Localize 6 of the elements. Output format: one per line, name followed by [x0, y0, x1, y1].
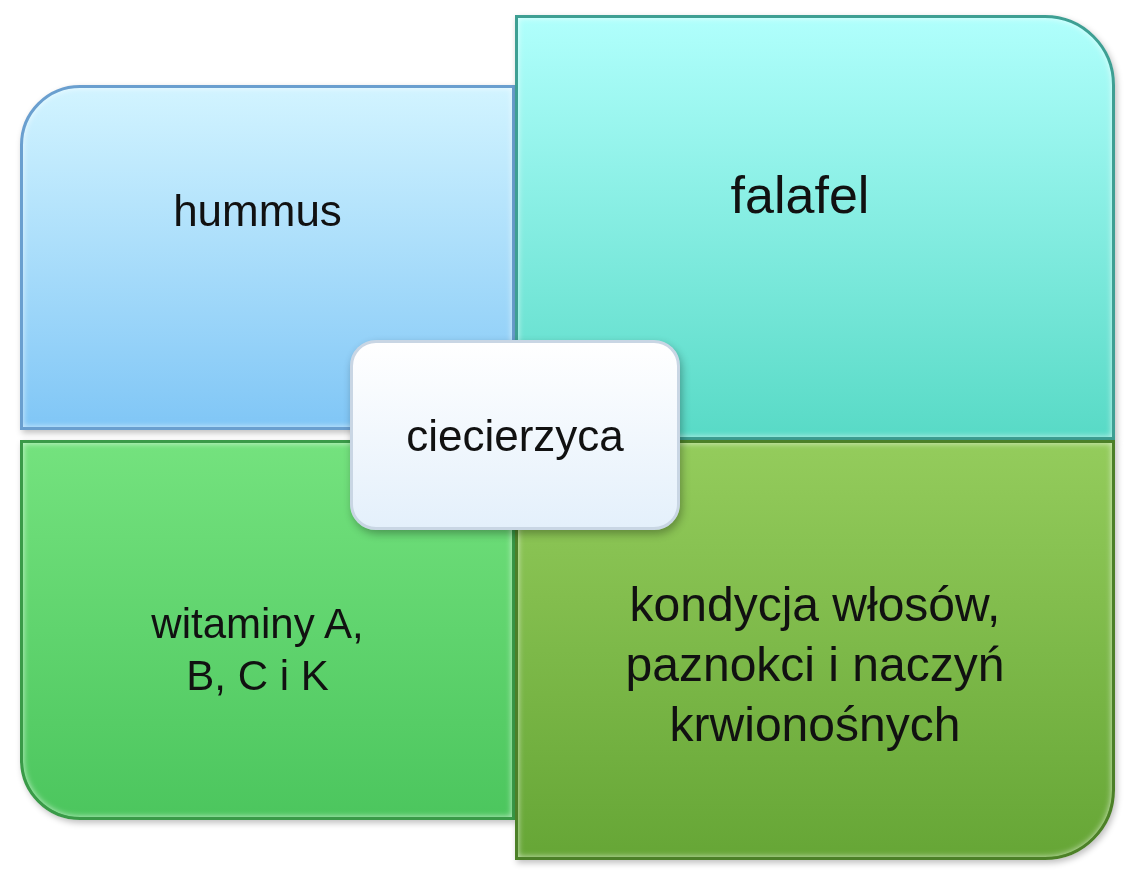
node-label: kondycja włosów, paznokci i naczyń krwionośnych	[624, 577, 1006, 753]
center-box	[350, 340, 680, 530]
node-label: witaminy A, B, C i K	[150, 598, 365, 701]
node-label: hummus	[173, 185, 342, 237]
node-label: ciecierzyca	[406, 409, 624, 462]
node-label: falafel	[730, 165, 870, 226]
